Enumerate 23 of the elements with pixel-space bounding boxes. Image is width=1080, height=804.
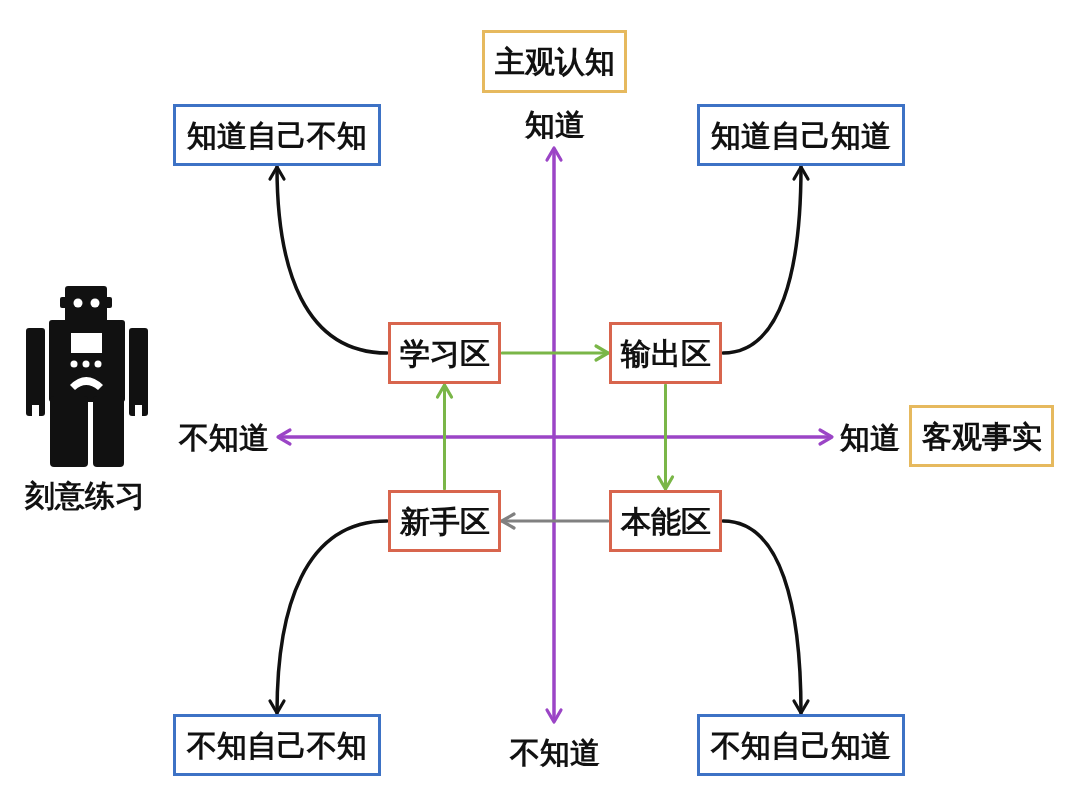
zone-box: 输出区 [609, 322, 722, 384]
axis-label: 不知道 [510, 735, 600, 769]
caption: 刻意练习 [25, 478, 145, 512]
axis-label: 知道 [840, 420, 900, 454]
arrow [500, 344, 610, 362]
arrow [500, 512, 610, 530]
zone-box: 新手区 [388, 490, 501, 552]
arrow [268, 165, 389, 355]
quadrant-box: 知道自己不知 [173, 104, 381, 166]
arrow [656, 383, 675, 491]
arrow [721, 519, 810, 715]
axis-title-box: 客观事实 [909, 405, 1054, 467]
zone-box: 学习区 [388, 322, 501, 384]
arrow [268, 519, 389, 715]
arrow [435, 383, 454, 491]
axis-label: 知道 [525, 107, 585, 141]
quadrant-box: 不知自己不知 [173, 714, 381, 776]
quadrant-box: 不知自己知道 [697, 714, 905, 776]
quadrant-box: 知道自己知道 [697, 104, 905, 166]
arrow [721, 165, 810, 355]
axis-title-box: 主观认知 [482, 30, 627, 93]
zone-box: 本能区 [609, 490, 722, 552]
axis-label: 不知道 [179, 420, 269, 454]
